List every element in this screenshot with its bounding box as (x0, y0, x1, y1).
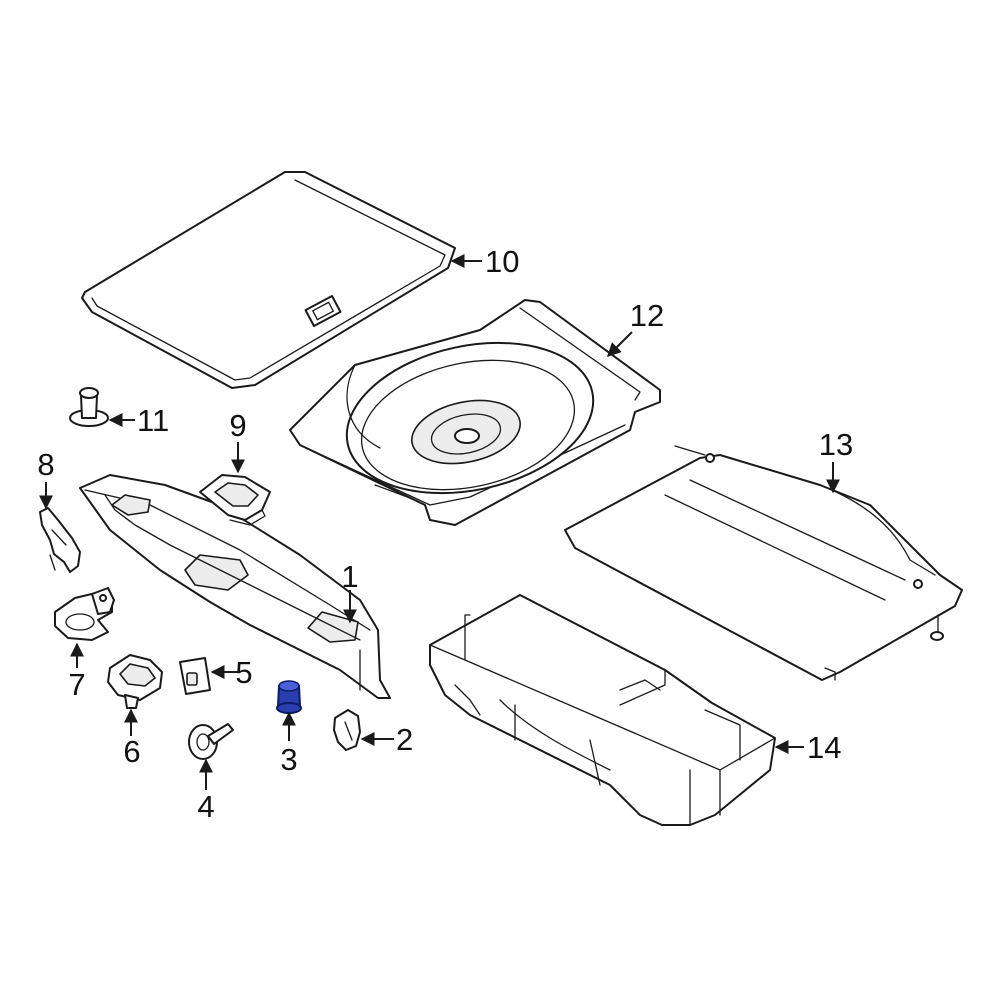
callout-8: 8 (37, 447, 54, 482)
callout-13: 13 (819, 427, 853, 462)
part-4-push-pin[interactable] (188, 723, 234, 760)
part-10-load-floor-panel[interactable] (81, 171, 456, 389)
callout-1: 1 (341, 559, 358, 594)
part-14-storage-box[interactable] (429, 594, 776, 826)
part-6-clip[interactable] (107, 654, 163, 709)
part-9-cover-plate[interactable] (199, 474, 271, 526)
callout-5: 5 (235, 655, 252, 690)
callout-3: 3 (280, 742, 297, 777)
leader-lines (39, 254, 840, 790)
part-13-cargo-cover[interactable] (564, 445, 963, 681)
part-12-spare-tire-tray[interactable] (289, 299, 661, 526)
part-3-cap-highlighted[interactable] (276, 680, 302, 714)
callout-10: 10 (485, 244, 519, 279)
leader-12 (607, 331, 633, 357)
callout-14: 14 (807, 730, 841, 765)
callout-6: 6 (123, 734, 140, 769)
callout-labels: 1 2 3 4 5 6 7 8 9 10 11 12 13 14 (37, 244, 853, 824)
callout-9: 9 (229, 408, 246, 443)
part-7-tie-down-hook[interactable] (54, 587, 115, 641)
callout-7: 7 (68, 667, 85, 702)
callout-4: 4 (197, 789, 214, 824)
part-11-fastener[interactable] (69, 387, 109, 427)
part-5-nut-clip[interactable] (179, 657, 211, 695)
callout-12: 12 (630, 298, 664, 333)
part-8-bracket[interactable] (39, 507, 81, 573)
callout-11: 11 (137, 403, 169, 438)
part-2-clip[interactable] (333, 709, 361, 751)
callout-2: 2 (396, 722, 413, 757)
